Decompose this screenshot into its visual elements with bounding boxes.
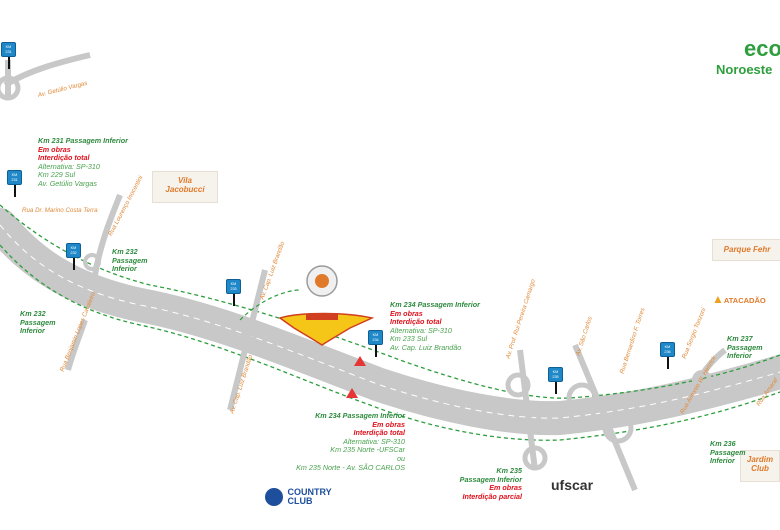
roundabout-1 bbox=[0, 75, 21, 101]
cross-road-benjamin bbox=[65, 319, 88, 371]
roundabout-2 bbox=[83, 253, 101, 271]
note-km234b: Km 234 Passagem Inferior Em obras Interd… bbox=[296, 411, 405, 472]
atacadao-logo: ▲ATACADÃO bbox=[712, 292, 766, 306]
police-emblem-icon bbox=[278, 265, 375, 346]
ufscar-logo: ufscar bbox=[551, 477, 594, 493]
note-km235: Km 235 Passagem Inferior Em obras Interd… bbox=[459, 466, 522, 501]
roundabout-5 bbox=[566, 382, 598, 414]
warning-icon bbox=[354, 356, 366, 366]
highway-centerline bbox=[0, 224, 780, 419]
cross-road-cap-2 bbox=[239, 289, 301, 321]
roundabout-7 bbox=[692, 370, 712, 390]
note-km231: Km 231 Passagem Inferior Em obras Interd… bbox=[38, 136, 128, 188]
noroeste-logo: Noroeste bbox=[716, 62, 773, 77]
warning-icon bbox=[346, 388, 358, 398]
street-marino: Rua Dr. Marino Costa Terra bbox=[22, 207, 98, 214]
roundabout-6 bbox=[602, 412, 634, 444]
cross-road-prof bbox=[517, 349, 538, 471]
eco-logo: eco bbox=[744, 36, 780, 61]
service-road-north bbox=[0, 204, 780, 399]
cross-road-saocarlos bbox=[572, 343, 638, 492]
roundabout-4 bbox=[522, 445, 548, 471]
note-km234a: Km 234 Passagem Inferior Em obras Interd… bbox=[390, 300, 480, 352]
cross-road-cap bbox=[227, 269, 268, 411]
roundabout-3 bbox=[505, 372, 531, 398]
cross-road-tongiani bbox=[687, 347, 727, 397]
service-road-south bbox=[0, 244, 780, 441]
place-parque-fehr: Parque Fehr bbox=[712, 239, 780, 261]
